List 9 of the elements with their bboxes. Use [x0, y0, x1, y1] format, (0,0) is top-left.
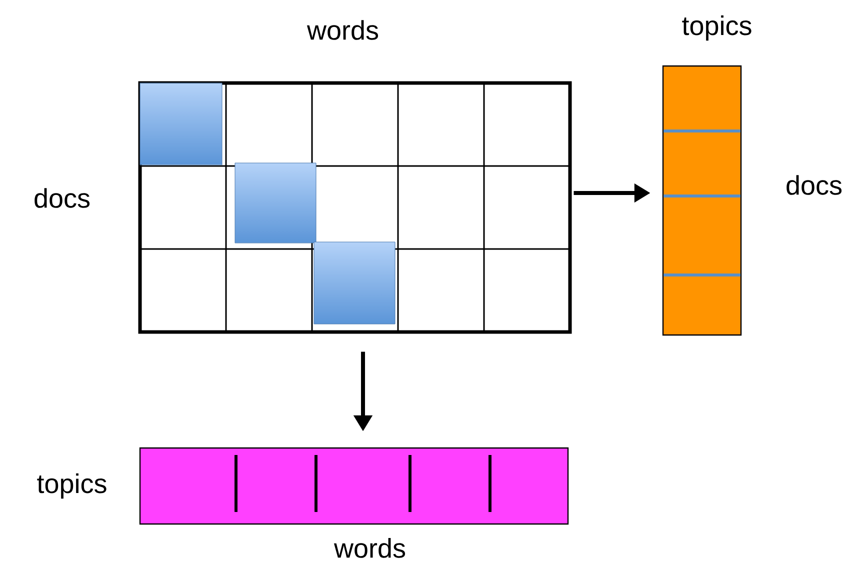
axis-label: topics [37, 473, 106, 499]
axis-label: docs [786, 175, 842, 195]
axis-label: words [334, 538, 406, 558]
axis-label: topics [682, 15, 752, 41]
axis-label: docs [34, 188, 90, 208]
axis-label: words [306, 20, 378, 40]
bar-drawing [662, 65, 742, 336]
matrix-drawing [138, 81, 572, 334]
bar-drawing [139, 447, 569, 525]
